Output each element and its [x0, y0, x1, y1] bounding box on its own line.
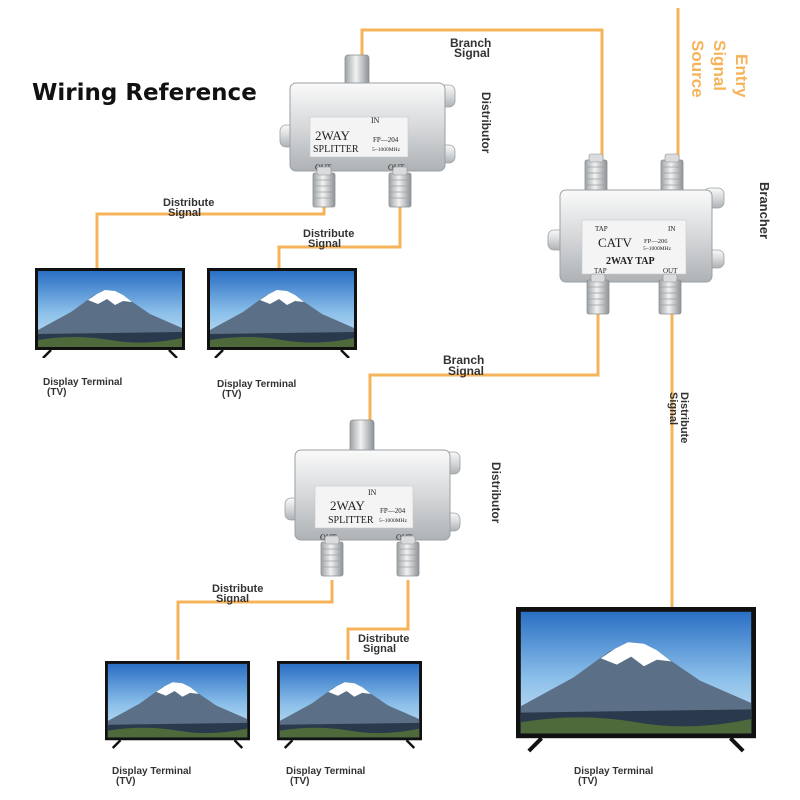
distribute-label-line1: Distribute: [163, 197, 214, 209]
tv-label-line1: Display Terminal: [217, 379, 297, 390]
distribute-label-line1: Distribute: [303, 228, 354, 240]
tv-label-line2: (TV): [290, 776, 309, 787]
splitter-top-out-connector-right: [388, 166, 412, 208]
splitter-bottom-freq: 5~1000MHz: [379, 518, 408, 524]
splitter-bottom-model-line2: SPLITTER: [328, 515, 374, 526]
tv-label-line1: Display Terminal: [286, 766, 366, 777]
branch-cable-middle: [368, 312, 600, 424]
signal-label-distribute-4: Distribute Signal: [358, 633, 409, 655]
tv-label-4: Display Terminal (TV): [286, 766, 366, 787]
brancher-freq: 5~1000MHz: [643, 246, 672, 252]
entry-label-line1: Entry: [732, 54, 751, 98]
diagram-title: Wiring Reference: [32, 80, 257, 106]
splitter-bottom-out-connector-left: [320, 535, 344, 577]
brancher-part: FP—206: [644, 238, 668, 245]
tv-display-1: [35, 268, 185, 358]
brancher-tap-top-label: TAP: [595, 225, 608, 233]
tv-label-line2: (TV): [116, 776, 135, 787]
tv-display-2: [207, 268, 357, 358]
splitter-top-model-line2: SPLITTER: [313, 144, 359, 155]
branch-label-line1: Branch: [450, 36, 491, 50]
distribute-cable-1: [95, 205, 326, 272]
entry-signal-label: Entry Signal Source: [688, 40, 751, 98]
splitter-bottom-side-label: Distributor: [489, 462, 503, 524]
distribute-label-line2: Signal: [363, 643, 396, 655]
splitter-bottom-part: FP—204: [380, 507, 406, 515]
splitter-bottom-in-label: IN: [368, 488, 377, 497]
brancher-in-label: IN: [668, 225, 675, 233]
distribute-cable-2: [277, 205, 402, 272]
tv-display-3: [105, 659, 250, 750]
branch-label-line1: Branch: [443, 353, 484, 367]
tv-label-line2: (TV): [222, 389, 241, 400]
distribute-cable-4: [346, 580, 410, 660]
brancher-out-connector: [658, 273, 682, 315]
tv-label-5: Display Terminal (TV): [574, 766, 654, 787]
splitter-top-out-connector-left: [312, 166, 336, 208]
brancher-tap: TAP IN CATV FP—206 5~1000MHz 2WAY TAP TA…: [547, 153, 725, 315]
tv-label-line1: Display Terminal: [112, 766, 192, 777]
splitter-top-side-label: Distributor: [479, 92, 493, 154]
splitter-top-model-line1: 2WAY: [315, 128, 351, 143]
brancher-out-label: OUT: [663, 267, 678, 275]
distribute-label-line2: Signal: [667, 392, 679, 425]
brancher-in-connector: [660, 153, 684, 195]
signal-label-branch-middle: Branch Signal: [443, 353, 484, 378]
tv-label-line2: (TV): [47, 387, 66, 398]
distribute-label-line1: Distribute: [678, 392, 690, 443]
entry-label-line2: Signal: [710, 40, 729, 91]
branch-label-line2: Signal: [448, 364, 484, 378]
signal-label-branch-top: Branch Signal: [450, 36, 491, 60]
entry-label-line3: Source: [688, 40, 707, 98]
brancher-name: 2WAY TAP: [606, 256, 655, 267]
branch-label-line2: Signal: [454, 46, 490, 60]
splitter-top-in-label: IN: [371, 116, 380, 125]
signal-label-distribute-2: Distribute Signal: [303, 228, 354, 250]
tv-display-4: [277, 659, 422, 750]
brancher-tap-bottom-label: TAP: [594, 267, 607, 275]
splitter-top-freq: 5~1000MHz: [372, 147, 401, 153]
distribute-label-line2: Signal: [168, 207, 201, 219]
tv-label-2: Display Terminal (TV): [217, 379, 297, 400]
splitter-bottom-model-line1: 2WAY: [330, 498, 366, 513]
tv-label-1: Display Terminal (TV): [43, 377, 123, 398]
signal-label-distribute-3: Distribute Signal: [212, 583, 263, 605]
tv-label-line2: (TV): [578, 776, 597, 787]
brancher-side-label: Brancher: [757, 182, 772, 239]
splitter-bottom-out-connector-right: [396, 535, 420, 577]
tv-display-5: [516, 607, 756, 751]
signal-label-distribute-vertical: Distribute Signal: [667, 392, 690, 443]
tv-label-line1: Display Terminal: [574, 766, 654, 777]
distribute-label-line2: Signal: [308, 238, 341, 250]
signal-label-distribute-1: Distribute Signal: [163, 197, 214, 219]
distribute-label-line1: Distribute: [358, 633, 409, 645]
tv-label-3: Display Terminal (TV): [112, 766, 192, 787]
tv-label-line1: Display Terminal: [43, 377, 123, 388]
brancher-model: CATV: [598, 235, 633, 250]
brancher-tap-bottom-connector: [586, 273, 610, 315]
splitter-top: IN 2WAY SPLITTER FP—204 5~1000MHz OUT OU…: [279, 54, 456, 208]
brancher-tap-top-connector: [584, 153, 608, 195]
splitter-top-part: FP—204: [373, 136, 399, 144]
distribute-label-line1: Distribute: [212, 583, 263, 595]
splitter-bottom: IN 2WAY SPLITTER FP—204 5~1000MHz OUT OU…: [284, 419, 461, 577]
distribute-label-line2: Signal: [216, 593, 249, 605]
distribute-cable-3: [176, 580, 334, 660]
